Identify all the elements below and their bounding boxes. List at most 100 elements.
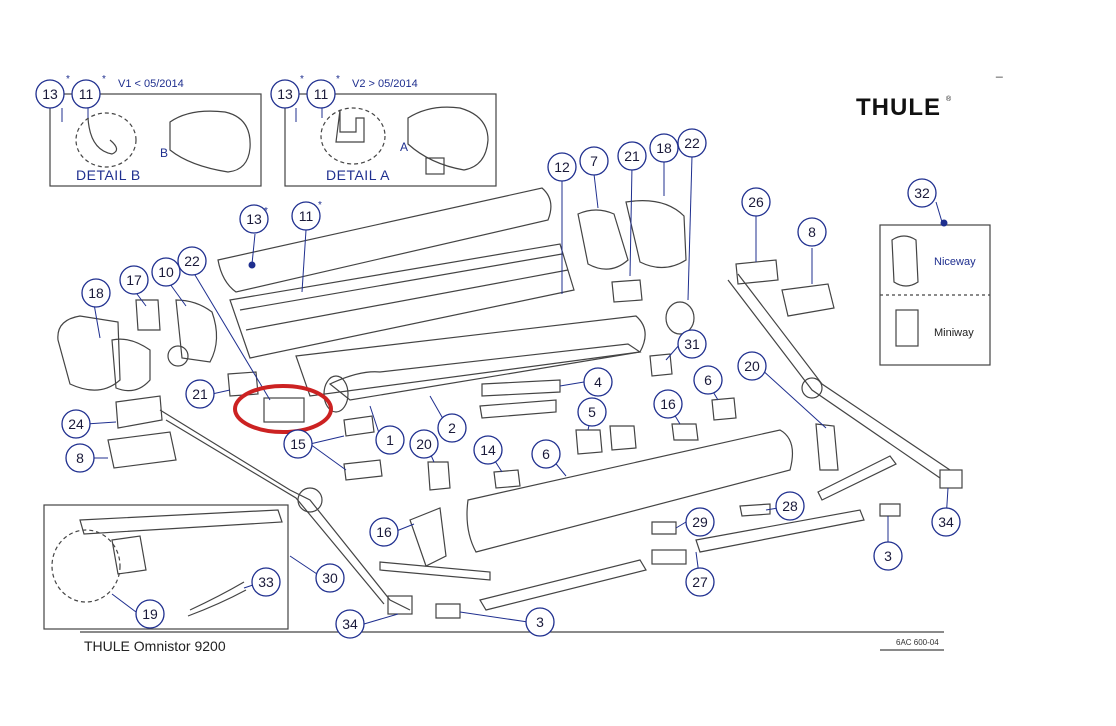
miniway-remote-icon xyxy=(895,309,919,347)
callout-number: 16 xyxy=(660,396,676,412)
callout-number: 14 xyxy=(480,442,496,458)
part-18-right-cover xyxy=(625,200,687,269)
callout-12: 12 xyxy=(547,152,577,182)
callout-bubble xyxy=(306,79,336,109)
callout-bubble xyxy=(547,152,577,182)
part-16-clip xyxy=(493,469,521,489)
star-mark: * xyxy=(336,74,340,85)
callout-bubble xyxy=(375,425,405,455)
callout-bubble xyxy=(71,79,101,109)
detail-b-callout-11: 11 xyxy=(71,79,101,109)
callout-bubble xyxy=(270,79,300,109)
callout-bubble xyxy=(135,599,165,629)
lower-rail-left xyxy=(479,559,647,611)
callout-bubble xyxy=(119,265,149,295)
awning-case-profile xyxy=(229,243,575,359)
callout-20: 20 xyxy=(737,351,767,381)
callout-2: 2 xyxy=(437,413,467,443)
callout-17: 17 xyxy=(119,265,149,295)
callout-number: 15 xyxy=(290,436,306,452)
callout-number: 26 xyxy=(748,194,764,210)
callout-number: 20 xyxy=(744,358,760,374)
part-20-bracket-left xyxy=(409,507,447,567)
callout-number: 4 xyxy=(594,374,602,390)
callout-bubble xyxy=(617,141,647,171)
right-arm-upper xyxy=(727,279,941,479)
part-5-clip xyxy=(575,429,603,455)
callout-number: 34 xyxy=(938,514,954,530)
rail-connector xyxy=(651,549,687,565)
callout-6: 6 xyxy=(693,365,723,395)
callout-number: 13 xyxy=(42,86,58,102)
callout-18: 18 xyxy=(81,278,111,308)
callout-16: 16 xyxy=(369,517,399,547)
callout-22: 22 xyxy=(177,246,207,276)
part-8-right-cap xyxy=(781,283,835,317)
callout-number: 27 xyxy=(692,574,708,590)
callout-20: 20 xyxy=(409,429,439,459)
callout-29: 29 xyxy=(685,507,715,537)
part-7-housing xyxy=(577,209,629,270)
callout-33: 33 xyxy=(251,567,281,597)
right-arm-joint xyxy=(801,377,823,399)
callout-11: 11 xyxy=(291,201,321,231)
left-arm-foot xyxy=(387,595,413,615)
callout-number: 3 xyxy=(536,614,544,630)
callout-number: 13 xyxy=(277,86,293,102)
callout-bubble xyxy=(315,563,345,593)
callout-24: 24 xyxy=(61,409,91,439)
callout-number: 21 xyxy=(192,386,208,402)
star-mark: * xyxy=(300,74,304,85)
callout-bubble xyxy=(677,329,707,359)
detail-a-marker: A xyxy=(400,140,409,154)
callout-bubble xyxy=(437,413,467,443)
detail-b-endcap xyxy=(169,110,251,173)
callout-number: 22 xyxy=(184,253,200,269)
callout-number: 24 xyxy=(68,416,84,432)
star-mark: * xyxy=(102,74,106,85)
callout-bubble xyxy=(239,204,269,234)
callout-bubble xyxy=(653,389,683,419)
callout-number: 6 xyxy=(542,446,550,462)
part-17-gear xyxy=(135,299,161,331)
callout-19: 19 xyxy=(135,599,165,629)
detail-a-endcap xyxy=(407,106,489,171)
callout-number: 29 xyxy=(692,514,708,530)
callout-bubble xyxy=(685,507,715,537)
part-29-clip xyxy=(651,521,677,535)
detail-a-version: V2 > 05/2014 xyxy=(352,78,418,90)
part-16-clip-right xyxy=(671,423,699,441)
detail-b-callout-13: 13 xyxy=(35,79,65,109)
callout-number: 30 xyxy=(322,570,338,586)
part-21-bracket-right xyxy=(611,279,643,303)
part-3-clip-left xyxy=(435,603,461,619)
part-26-bracket xyxy=(735,259,779,285)
callout-bubble xyxy=(283,429,313,459)
corner-mark: _ xyxy=(996,64,1003,78)
callout-13: 13 xyxy=(239,204,269,234)
bottom-detail-box xyxy=(43,504,289,630)
callout-bubble xyxy=(65,443,95,473)
callout-number: 18 xyxy=(88,285,104,301)
callout-number: 8 xyxy=(76,450,84,466)
detail-b-caption: DETAIL B xyxy=(76,167,141,183)
callout-bubble xyxy=(775,491,805,521)
callout-number: 5 xyxy=(588,404,596,420)
detail-a-clip xyxy=(425,157,445,175)
star-mark: * xyxy=(66,74,70,85)
callout-number: 11 xyxy=(314,86,329,102)
detail-a-box xyxy=(284,93,497,187)
callout-number: 7 xyxy=(590,153,598,169)
callout-bubble xyxy=(741,187,771,217)
callout-bubble xyxy=(35,79,65,109)
detail-b-version: V1 < 05/2014 xyxy=(118,78,184,90)
callout-34: 34 xyxy=(931,507,961,537)
detail-b-box xyxy=(49,93,262,187)
callout-bubble xyxy=(291,201,321,231)
callout-21: 21 xyxy=(617,141,647,171)
callout-number: 8 xyxy=(808,224,816,240)
callout-number: 28 xyxy=(782,498,798,514)
callout-bubble xyxy=(335,609,365,639)
callout-30: 30 xyxy=(315,563,345,593)
callout-number: 18 xyxy=(656,140,672,156)
